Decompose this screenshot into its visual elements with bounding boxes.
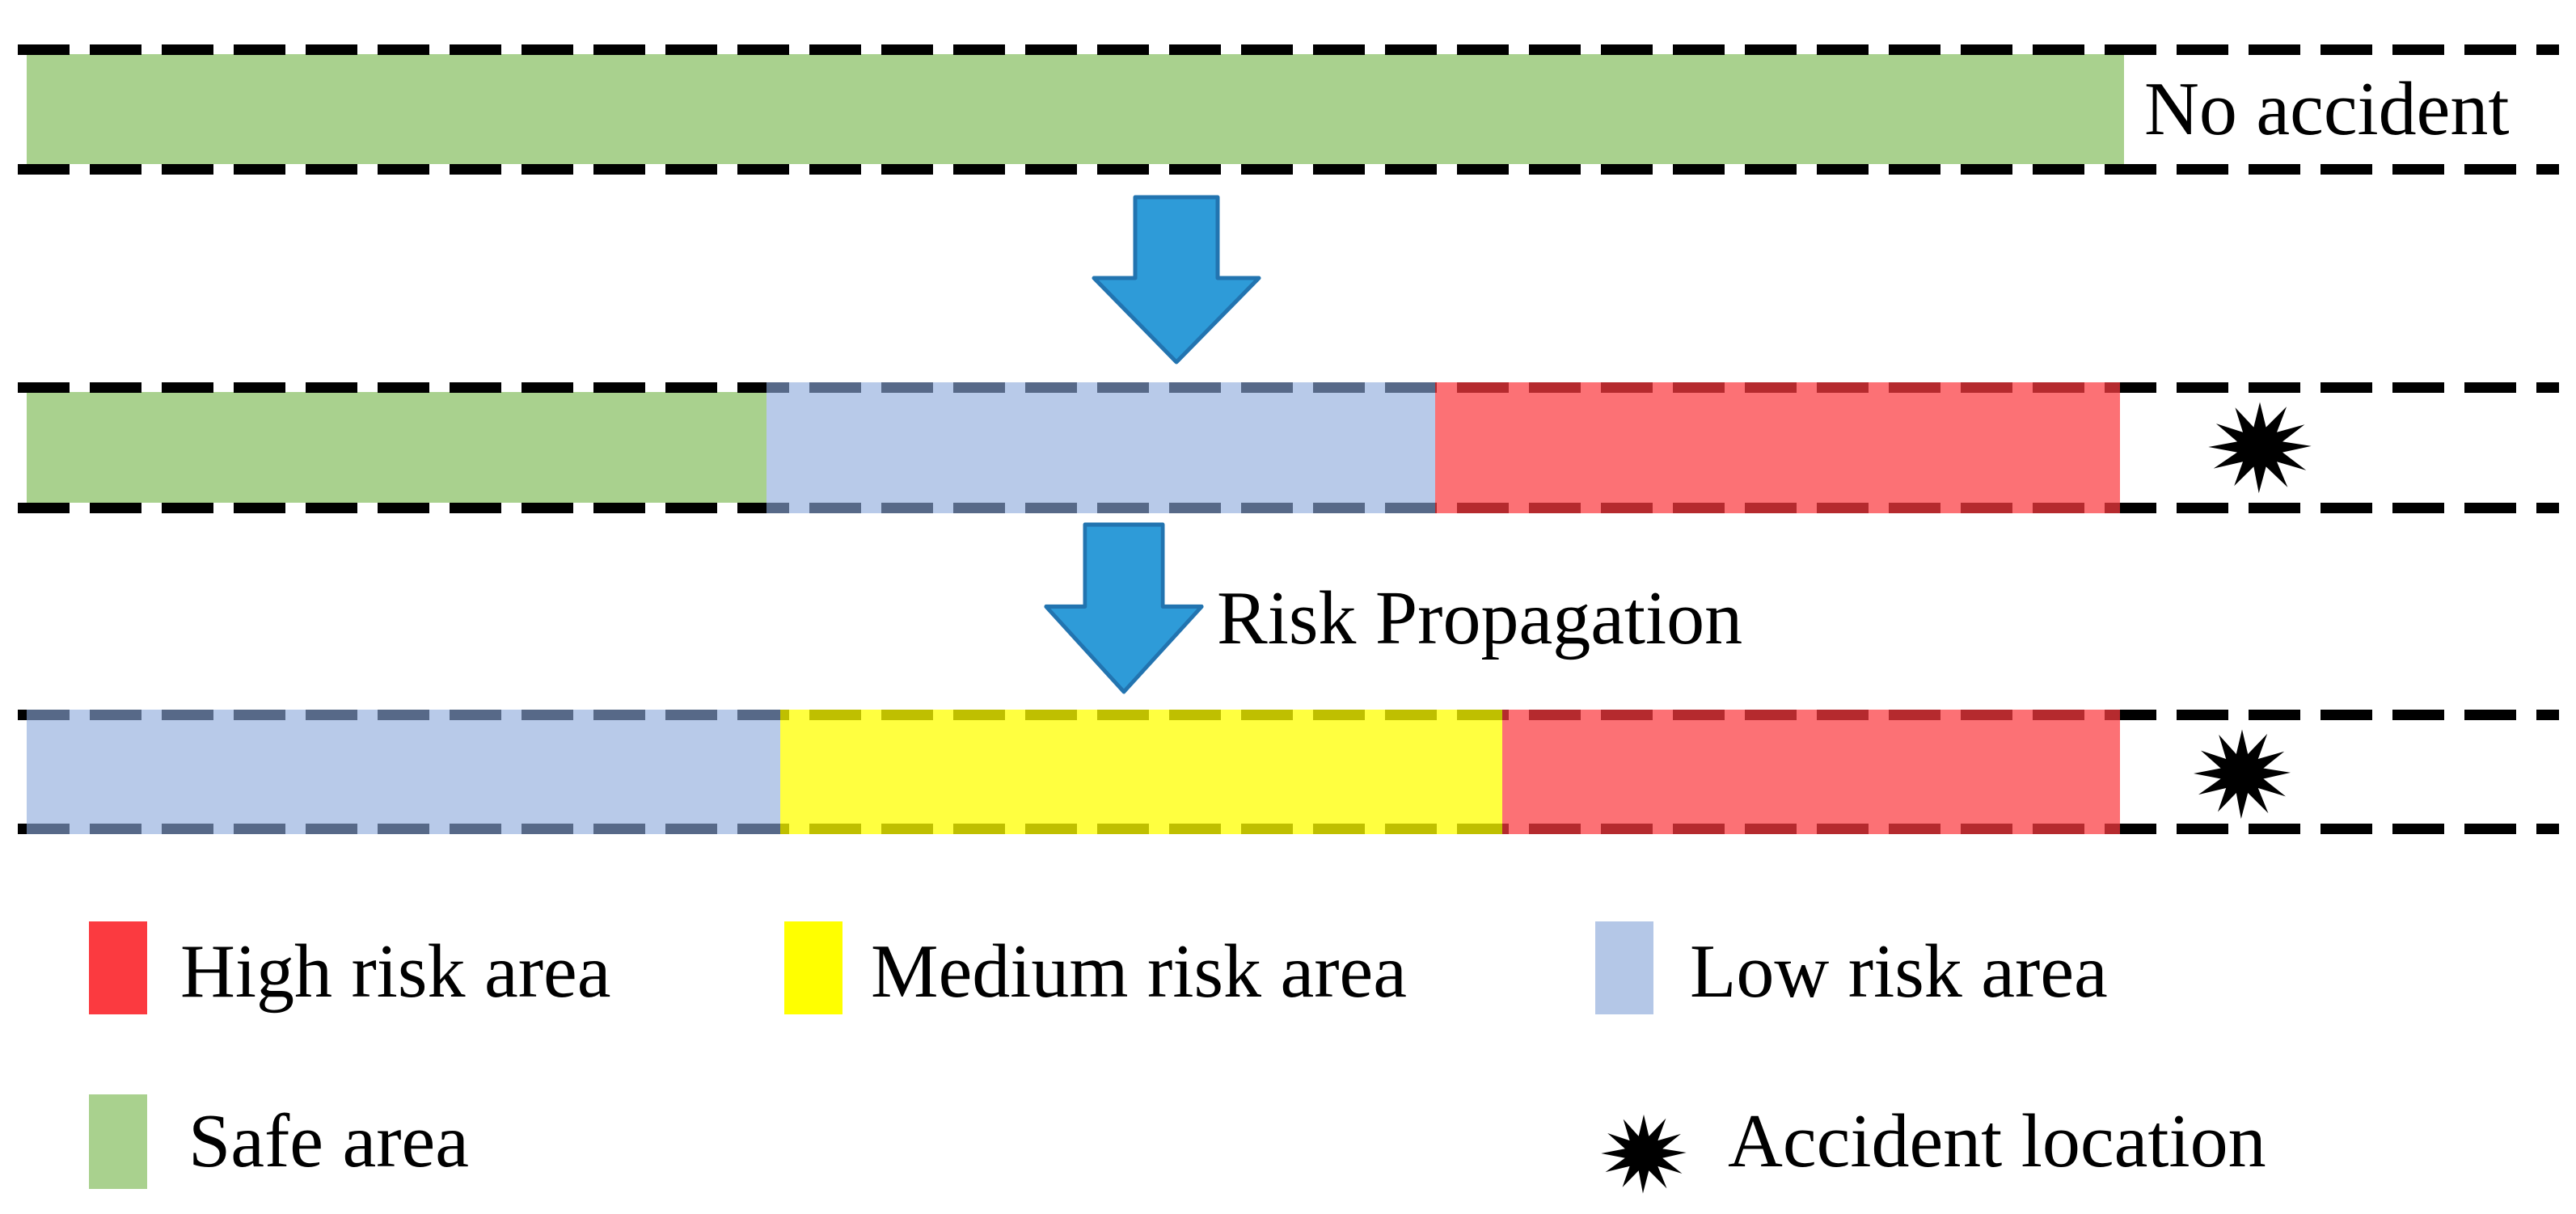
lane-dash-line xyxy=(18,44,2559,55)
no-accident-label: No accident xyxy=(2144,67,2510,151)
low-risk-segment xyxy=(27,710,780,834)
road-stage-risk-propagated xyxy=(18,710,2559,834)
down-arrow-icon xyxy=(1092,195,1261,365)
medium-risk-segment xyxy=(780,710,1502,834)
legend-label-accident-location: Accident location xyxy=(1728,1099,2266,1183)
legend-label-medium-risk: Medium risk area xyxy=(871,929,1408,1014)
high-risk-segment xyxy=(1435,382,2120,513)
safe-area-segment xyxy=(27,392,766,503)
risk-propagation-label: Risk Propagation xyxy=(1217,576,1743,660)
accident-starburst-icon xyxy=(2208,402,2312,494)
high-risk-segment xyxy=(1502,710,2120,834)
legend-label-safe: Safe area xyxy=(188,1099,469,1183)
safe-area-segment xyxy=(27,54,2124,164)
legend-label-high-risk: High risk area xyxy=(180,929,611,1014)
low-risk-segment xyxy=(766,382,1435,513)
lane-dash-line xyxy=(18,164,2559,175)
accident-starburst-icon xyxy=(1601,1114,1687,1194)
legend-swatch-safe xyxy=(89,1094,147,1189)
road-stage-no-accident xyxy=(18,44,2559,175)
road-stage-accident xyxy=(18,382,2559,513)
accident-starburst-icon xyxy=(2194,729,2291,820)
legend-swatch-low-risk xyxy=(1595,921,1653,1014)
down-arrow-icon xyxy=(1044,522,1204,694)
legend-swatch-high-risk xyxy=(89,921,147,1014)
legend-label-low-risk: Low risk area xyxy=(1690,929,2108,1014)
legend-swatch-medium-risk xyxy=(784,921,842,1014)
